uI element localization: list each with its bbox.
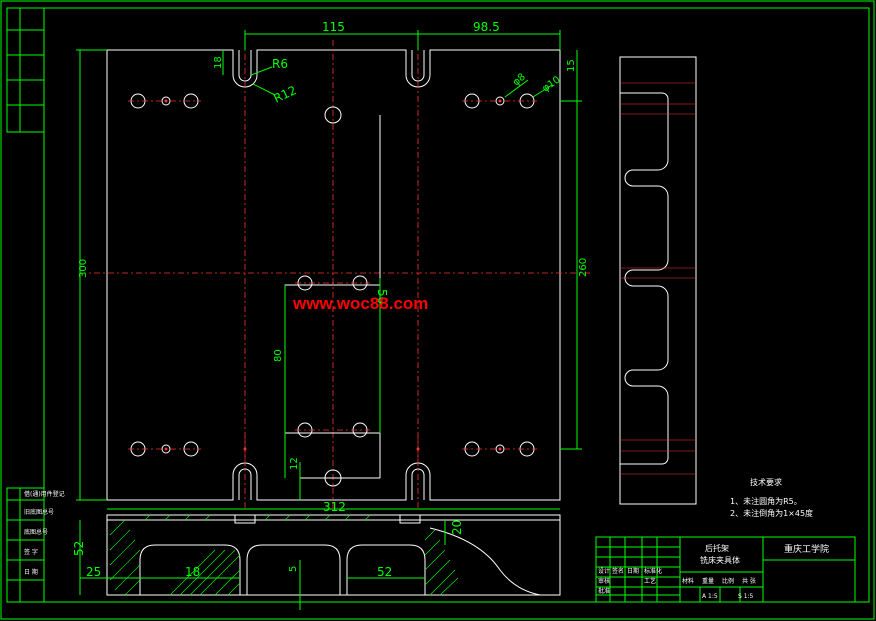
part-name-2: 铣床夹具体 (700, 555, 740, 565)
dim-section-25: 25 (86, 565, 101, 579)
notes-title: 技术要求 (750, 477, 782, 487)
school-name: 重庆工学院 (784, 543, 829, 555)
col-check: 审核 (598, 577, 610, 585)
dim-phi-small: φ8 (511, 72, 528, 89)
col-design: 设计 (598, 567, 610, 575)
dim-right-260: 260 (578, 258, 589, 277)
dim-left-300: 300 (78, 259, 89, 278)
inner-frame (43, 7, 870, 603)
hole-group-bottom-left (128, 441, 201, 457)
left-bottom-strip (6, 487, 45, 603)
col-material: 材料 (682, 577, 694, 585)
technical-notes: 技术要求 1、未注圆角为R5。 2、未注倒角为1×45度 (730, 477, 813, 518)
dim-phi-large: φ10 (540, 74, 562, 94)
title-block: 后托架 铣床夹具体 重庆工学院 设计 审核 批准 签名 日期 标准化 工艺 材料… (595, 536, 856, 603)
hole-group-top-left (128, 93, 201, 109)
notes-line-2: 2、未注倒角为1×45度 (730, 508, 813, 518)
col-std: 标准化 (644, 567, 662, 575)
scale-b: S 1:5 (738, 593, 754, 600)
hole-center-bottom (324, 469, 342, 487)
dim-center-80: 80 (273, 349, 284, 362)
col-proc: 工艺 (644, 577, 656, 585)
col-date: 日期 (627, 567, 639, 575)
dim-section-5: 5 (288, 566, 299, 572)
plate-outline (106, 49, 561, 501)
col-approve: 批准 (598, 587, 610, 595)
notes-line-1: 1、未注圆角为R5。 (730, 496, 802, 506)
col-sign: 签名 (612, 567, 624, 575)
left-top-strip (6, 7, 45, 133)
dim-r12: R12 (271, 83, 298, 106)
scale-a: A 1:5 (702, 593, 718, 600)
dim-section-18: 18 (185, 565, 200, 579)
col-weight: 重量 (702, 577, 714, 585)
dim-top-115: 115 (322, 20, 345, 34)
col-ratio: 比例 (722, 577, 734, 585)
dim-center-50: 50 (375, 289, 389, 304)
dim-top-98: 98.5 (473, 20, 500, 34)
side-profile (620, 92, 669, 465)
dim-small-12: 12 (289, 457, 300, 470)
top-slot-right-inner (411, 50, 425, 82)
col-sheet: 共 张 (742, 577, 756, 585)
plan-dimensions: 115 98.5 18 R6 R12 φ8 φ10 15 260 300 312… (76, 20, 589, 514)
plan-view (80, 40, 590, 510)
hole-center-top (324, 106, 342, 124)
dim-section-52b: 52 (377, 565, 392, 579)
dim-section-20: 20 (450, 520, 464, 535)
dim-section-52: 52 (72, 541, 86, 556)
left-block-label-2: 旧底图总号 (24, 508, 54, 516)
section-hatching (109, 514, 459, 596)
left-block-label-1: 借(通)用件登记 (24, 490, 65, 498)
top-slot-left-inner (238, 50, 252, 82)
dim-side-15: 15 (566, 59, 577, 72)
side-view (619, 56, 697, 505)
left-block-label-3: 底图总号 (24, 528, 48, 536)
part-name-1: 后托架 (705, 543, 729, 553)
section-view: 52 25 18 52 5 20 (72, 514, 561, 610)
left-block-label-5: 日 期 (24, 568, 38, 576)
dim-overall-312: 312 (323, 500, 346, 514)
left-block-label-4: 签 字 (24, 548, 38, 556)
watermark: www.woc88.com (292, 294, 428, 313)
dim-slot-18: 18 (213, 56, 224, 69)
dim-r6: R6 (272, 57, 288, 71)
